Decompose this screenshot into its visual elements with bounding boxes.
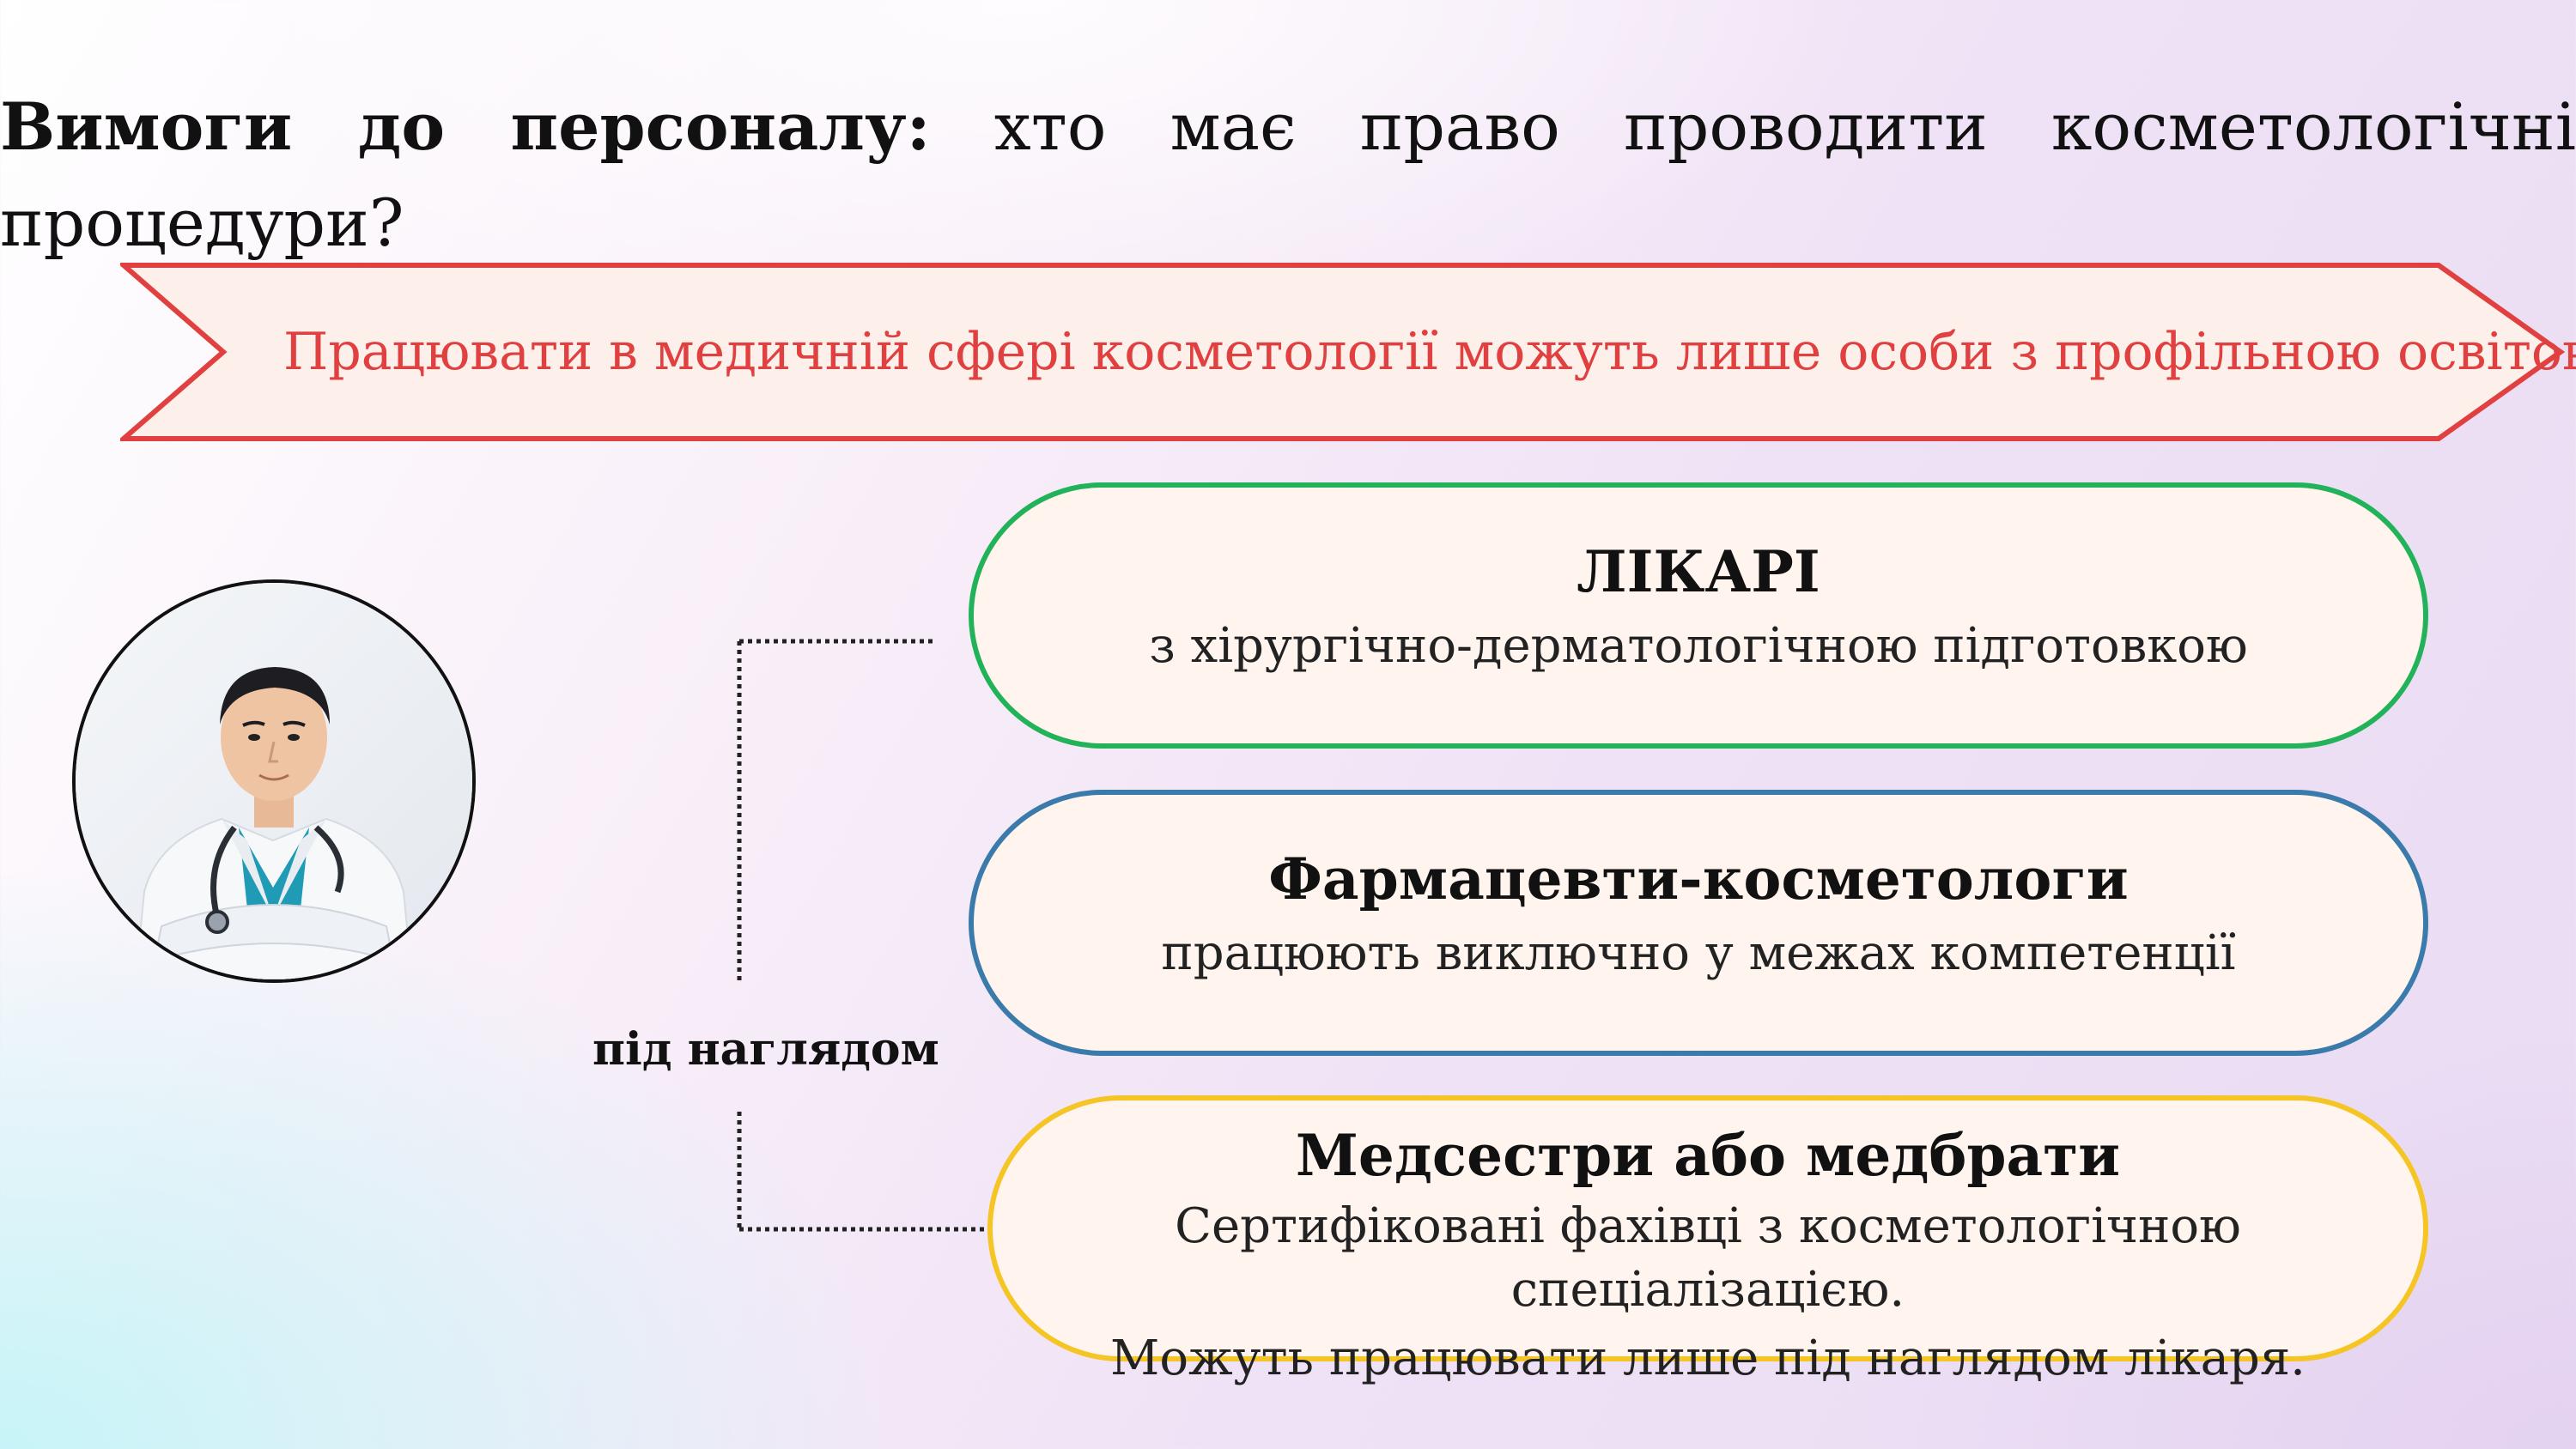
requirement-banner: Працювати в медичній сфері косметології … bbox=[120, 262, 2576, 442]
supervision-connector bbox=[737, 639, 986, 1232]
banner-arrow-shape bbox=[120, 263, 2566, 441]
card-nurses-description-line2: Можуть працювати лише під наглядом лікар… bbox=[1110, 1331, 2306, 1386]
supervision-label: під наглядом bbox=[592, 1023, 939, 1076]
doctor-portrait-icon bbox=[76, 583, 472, 979]
banner-text: Працювати в медичній сфері косметології … bbox=[283, 322, 2576, 382]
card-doctors: ЛІКАРІ з хірургічно-дерматологічною підг… bbox=[969, 482, 2428, 749]
card-pharmacists: Фармацевти-косметологи працюють виключно… bbox=[969, 790, 2428, 1056]
card-nurses-title: Медсестри або медбрати bbox=[1295, 1122, 2121, 1189]
card-pharmacists-title: Фармацевти-косметологи bbox=[1268, 846, 2129, 912]
card-nurses-description-line1: Сертифіковані фахівці з косметологічною … bbox=[1175, 1198, 2241, 1318]
card-doctors-description: з хірургічно-дерматологічною підготовкою bbox=[1149, 618, 2248, 674]
card-doctors-title: ЛІКАРІ bbox=[1577, 538, 1820, 605]
doctor-avatar bbox=[72, 579, 476, 983]
page-title: Вимоги до персоналу: хто має право прово… bbox=[0, 79, 2576, 271]
page-title-regular: хто має право проводити косметологічні п… bbox=[0, 88, 2576, 261]
card-pharmacists-description: працюють виключно у межах компетенції bbox=[1161, 925, 2236, 981]
page-title-bold: Вимоги до персоналу: bbox=[0, 88, 931, 165]
card-nurses: Медсестри або медбрати Сертифіковані фах… bbox=[987, 1095, 2428, 1386]
